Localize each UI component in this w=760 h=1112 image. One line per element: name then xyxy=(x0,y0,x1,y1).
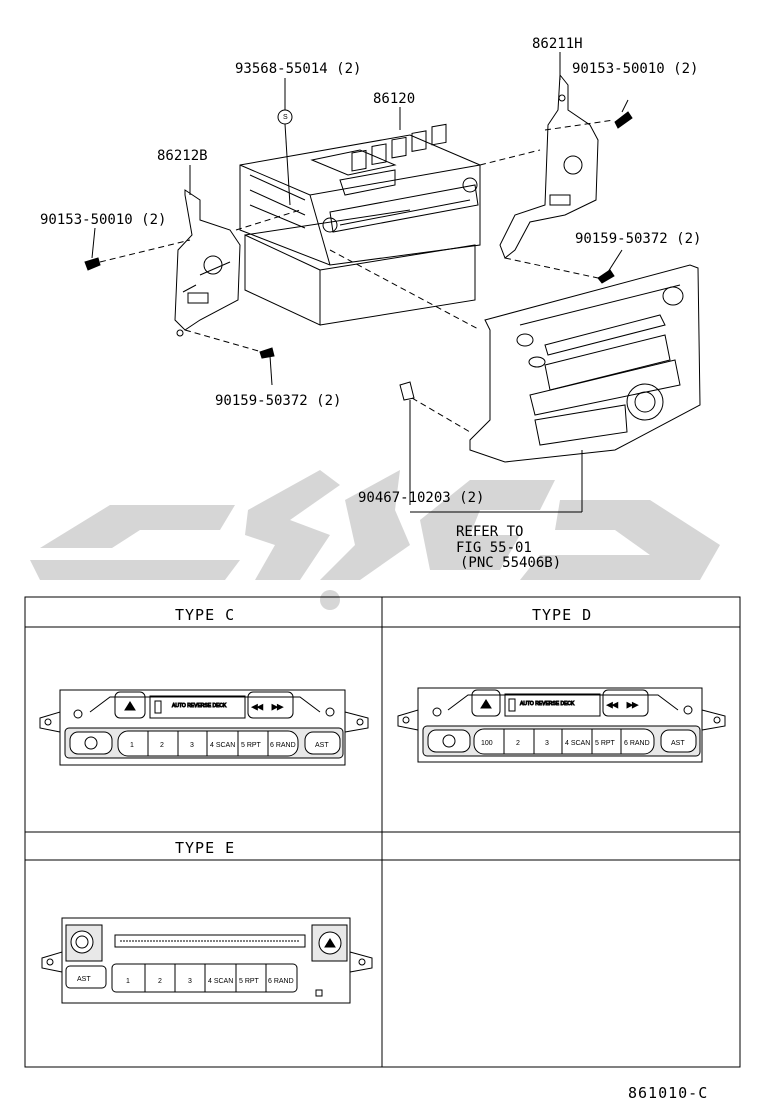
button-e-2: 2 xyxy=(158,978,162,985)
button-d-3: 3 xyxy=(545,740,549,747)
button-e-3: 3 xyxy=(188,978,192,985)
watermark-logo xyxy=(30,470,720,610)
type-headers: TYPE C TYPE D TYPE E xyxy=(175,606,592,857)
button-d-6: 6 RAND xyxy=(624,740,650,747)
screw-90159-right xyxy=(597,249,623,284)
label-93568: 93568-55014 (2) xyxy=(235,61,361,77)
screw-90159-left xyxy=(259,347,275,386)
button-d-5: 5 RPT xyxy=(595,740,616,747)
faceplate-type-e-labels: AST 1 2 3 4 SCAN 5 RPT 6 RAND xyxy=(77,976,294,985)
button-d-ast: AST xyxy=(671,740,685,747)
forward-icon-d: ▶▶ xyxy=(627,702,638,709)
type-c-header: TYPE C xyxy=(175,606,235,624)
button-e-4: 4 SCAN xyxy=(208,978,233,985)
button-e-ast: AST xyxy=(77,976,91,983)
label-refer-2: FIG 55-01 xyxy=(456,540,532,556)
button-c-ast: AST xyxy=(315,742,329,749)
screw-90153-left xyxy=(84,227,101,271)
label-90159-right: 90159-50372 (2) xyxy=(575,231,701,247)
button-d-4: 4 SCAN xyxy=(565,740,590,747)
type-table xyxy=(24,596,741,1068)
faceplate-type-c: ◀◀ ▶▶ AUTO REVERSE DECK xyxy=(39,689,369,766)
front-bezel xyxy=(469,264,701,463)
button-e-6: 6 RAND xyxy=(268,978,294,985)
dashed-lines xyxy=(99,119,615,433)
button-e-1: 1 xyxy=(126,978,130,985)
label-90467: 90467-10203 (2) xyxy=(358,490,484,506)
rewind-icon: ◀◀ xyxy=(252,704,263,711)
button-d-100: 100 xyxy=(481,740,493,747)
button-c-6: 6 RAND xyxy=(270,742,296,749)
label-90153-right: 90153-50010 (2) xyxy=(572,61,698,77)
deck-label-d: AUTO REVERSE DECK xyxy=(520,701,575,707)
label-86212B: 86212B xyxy=(157,148,208,164)
button-e-5: 5 RPT xyxy=(239,978,260,985)
leader-lines xyxy=(189,52,583,513)
part-labels: 86211H 90153-50010 (2) 93568-55014 (2) 8… xyxy=(40,36,701,571)
label-refer-3: (PNC 55406B) xyxy=(460,555,561,571)
clip-90467 xyxy=(399,381,415,401)
s-marker xyxy=(277,78,293,206)
faceplate-type-e xyxy=(41,917,373,1004)
rewind-icon-d: ◀◀ xyxy=(607,702,618,709)
label-90153-left: 90153-50010 (2) xyxy=(40,212,166,228)
exploded-view xyxy=(84,52,701,513)
faceplate-type-c-labels: 1 2 3 4 SCAN 5 RPT 6 RAND AST xyxy=(130,742,329,749)
button-c-5: 5 RPT xyxy=(241,742,262,749)
deck-label-c: AUTO REVERSE DECK xyxy=(172,703,227,709)
button-c-2: 2 xyxy=(160,742,164,749)
bracket-86211H xyxy=(499,73,599,259)
diagram-code: 861010-C xyxy=(628,1084,708,1102)
faceplate-type-d: ◀◀ ▶▶ AUTO REVERSE DECK xyxy=(397,687,726,763)
faceplate-type-d-labels: 100 2 3 4 SCAN 5 RPT 6 RAND AST xyxy=(481,740,685,747)
button-d-2: 2 xyxy=(516,740,520,747)
label-refer-1: REFER TO xyxy=(456,524,523,540)
screw-90153-right xyxy=(614,99,633,129)
bracket-86212B xyxy=(174,189,241,337)
forward-icon: ▶▶ xyxy=(272,704,283,711)
type-d-header: TYPE D xyxy=(532,606,592,624)
label-90159-left: 90159-50372 (2) xyxy=(215,393,341,409)
button-c-4: 4 SCAN xyxy=(210,742,235,749)
label-86211H: 86211H xyxy=(532,36,583,52)
button-c-3: 3 xyxy=(190,742,194,749)
label-s-marker: S xyxy=(283,114,288,121)
button-c-1: 1 xyxy=(130,742,134,749)
type-e-header: TYPE E xyxy=(175,839,235,857)
radio-unit-86120 xyxy=(239,123,481,326)
label-86120: 86120 xyxy=(373,91,415,107)
